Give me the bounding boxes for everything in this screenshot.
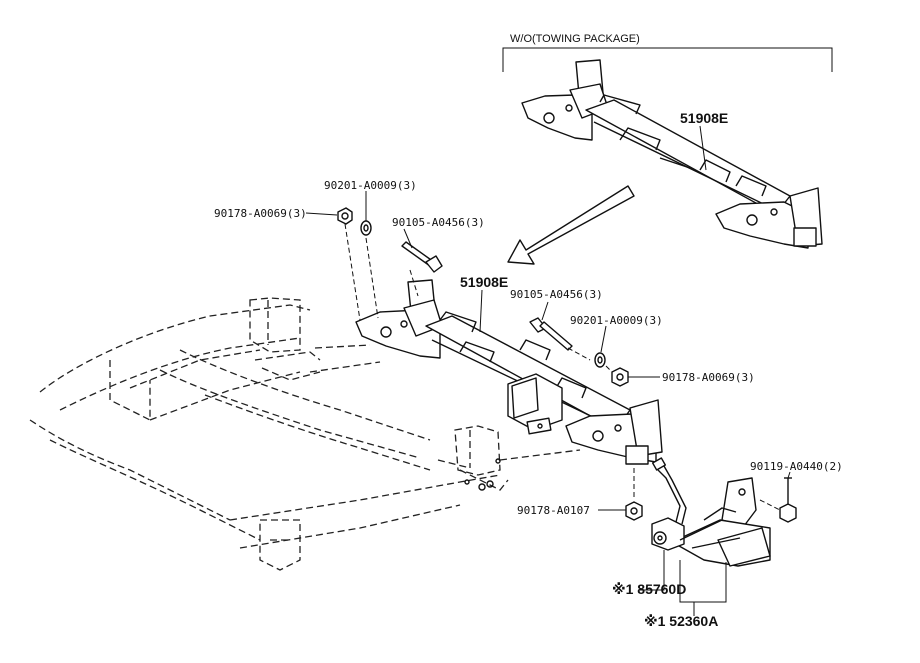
label-nut-lower: 90178-A0107 <box>517 504 590 517</box>
dash-bolt-left <box>409 269 419 297</box>
label-washer-left: 90201-A0009(3) <box>324 179 417 192</box>
variant-label: W/O(TOWING PACKAGE) <box>510 33 640 45</box>
leader-bolt-left <box>403 228 413 249</box>
leader-sensor <box>640 550 665 591</box>
nut-right-drawing <box>611 367 629 387</box>
crossmember-main-drawing <box>355 279 663 465</box>
dash-washer-left <box>365 237 379 319</box>
washer-left-drawing <box>360 220 372 236</box>
label-sensor: ※1 85760D <box>612 581 686 597</box>
leader-bracket-b <box>679 560 694 603</box>
nut-lower-drawing <box>625 501 643 521</box>
label-bolt-right: 90105-A0456(3) <box>510 288 603 301</box>
leader-crossmember-top <box>699 125 707 171</box>
variant-bracket-line <box>502 47 833 72</box>
leader-bolt-right <box>541 301 549 321</box>
dash-nut-left <box>344 223 361 321</box>
label-washer-right: 90201-A0009(3) <box>570 314 663 327</box>
dash-washer-right <box>605 365 613 373</box>
label-nut-right: 90178-A0069(3) <box>662 371 755 384</box>
leader-bolt-bracket <box>787 471 791 479</box>
bolt-bracket-drawing <box>779 477 797 523</box>
dash-bolt-bracket <box>759 499 781 511</box>
label-crossmember-top: 51908E <box>680 110 728 126</box>
vehicle-frame-outline <box>29 297 581 571</box>
nut-left-drawing <box>337 207 353 225</box>
washer-right-drawing <box>594 352 606 368</box>
direction-arrow <box>507 185 635 265</box>
leader-bracket <box>693 562 727 616</box>
label-bolt-left: 90105-A0456(3) <box>392 216 485 229</box>
bolt-left-drawing <box>401 241 443 273</box>
label-nut-left: 90178-A0069(3) <box>214 207 307 220</box>
dash-bolt-right <box>567 347 591 361</box>
sensor-bracket-drawing <box>651 457 771 567</box>
leader-crossmember-main <box>479 289 483 333</box>
label-bolt-bracket: 90119-A0440(2) <box>750 460 843 473</box>
crossmember-top-drawing <box>521 59 823 249</box>
leader-washer-right <box>600 325 607 353</box>
leader-nut-left <box>305 212 338 216</box>
label-bracket: ※1 52360A <box>644 613 718 629</box>
bolt-right-drawing <box>529 317 573 351</box>
label-crossmember-main: 51908E <box>460 274 508 290</box>
